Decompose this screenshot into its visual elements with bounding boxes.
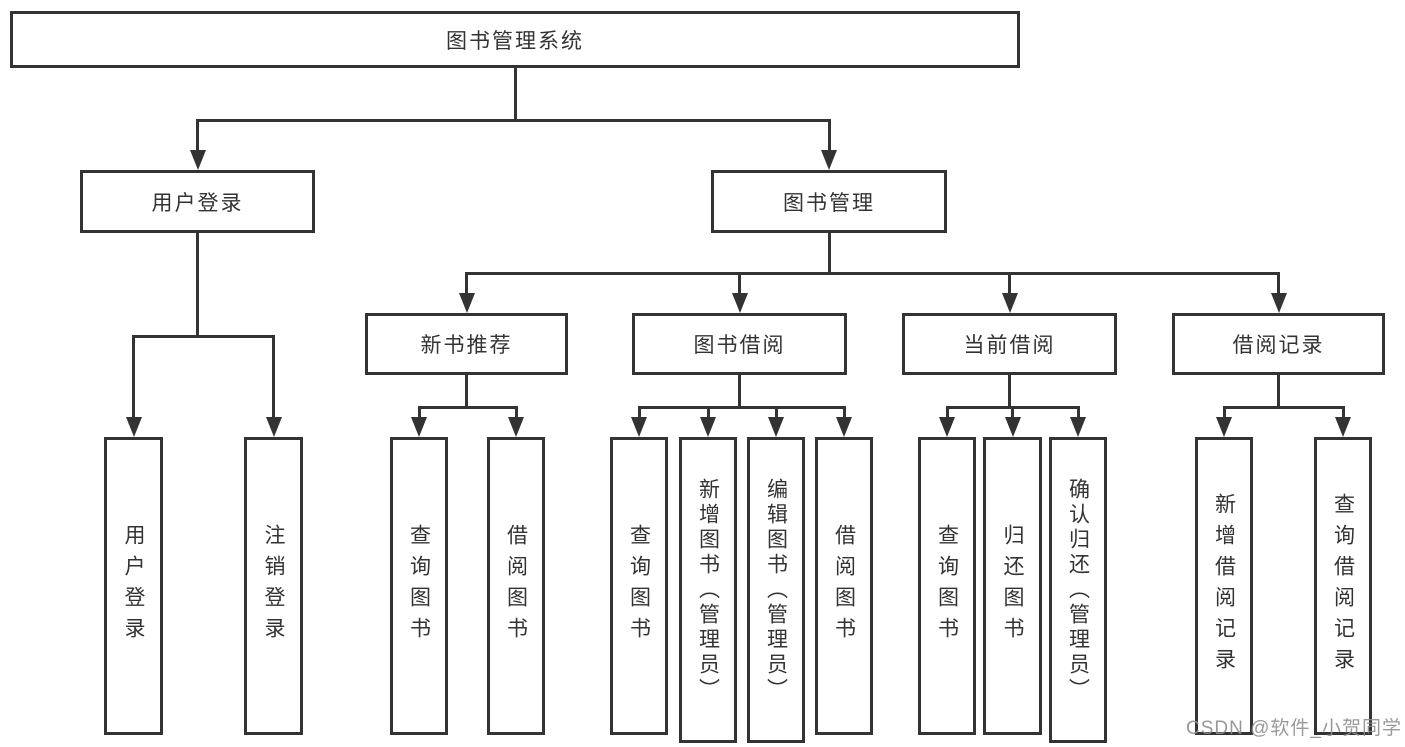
node-leaf-bb-query-books: 查询图书 [610,437,668,735]
arrowhead-down-icon [1001,293,1018,313]
node-label: 确认归还（管理员） [1066,477,1090,703]
node-leaf-logout: 注销登录 [244,437,303,735]
node-label: 图书管理 [783,191,875,215]
connector-line [1076,406,1080,419]
node-label: 借阅记录 [1232,334,1325,357]
connector-line [1341,406,1345,419]
node-label: 借阅图书 [504,524,528,648]
node-label: 用户登录 [151,191,244,215]
node-label: 新增图书（管理员） [696,477,720,703]
node-user-login: 用户登录 [80,170,315,233]
node-label: 查询图书 [627,524,651,648]
connector-line [945,406,949,419]
node-label: 归还图书 [1001,524,1024,648]
connector-line [1222,406,1226,419]
connector-line [1008,374,1011,409]
connector-line [196,119,199,152]
connector-line [706,406,710,419]
arrowhead-down-icon [821,150,837,170]
connector-line [132,335,275,338]
arrowhead-down-icon [1270,293,1287,313]
arrowhead-down-icon [939,417,955,437]
connector-line [842,406,846,419]
connector-line [465,272,1280,275]
node-book-borrowing: 图书借阅 [632,313,847,375]
node-leaf-nbr-borrow-books: 借阅图书 [487,437,545,735]
connector-line [1277,272,1280,295]
connector-line [1011,406,1014,419]
arrowhead-down-icon [731,293,748,313]
node-label: 图书管理系统 [446,29,584,53]
connector-line [637,406,641,419]
arrowhead-down-icon [411,417,427,437]
node-leaf-br-add-record: 新增借阅记录 [1195,437,1253,735]
connector-line [513,67,517,122]
node-label: 查询借阅记录 [1331,493,1355,679]
connector-line [417,406,518,409]
arrowhead-down-icon [125,417,142,437]
connector-line [738,374,741,409]
arrowhead-down-icon [1335,417,1351,437]
node-label: 新书推荐 [420,334,513,357]
connector-line [465,272,468,295]
node-label: 注销登录 [262,524,285,648]
node-leaf-bb-add-books-admin: 新增图书（管理员） [679,437,737,743]
node-label: 新增借阅记录 [1212,493,1236,679]
arrowhead-down-icon [265,417,282,437]
connector-line [1277,374,1280,409]
node-book-management: 图书管理 [711,170,947,233]
arrowhead-down-icon [1216,417,1232,437]
arrowhead-down-icon [189,150,206,170]
connector-line [774,406,778,419]
arrowhead-down-icon [631,417,647,437]
connector-line [1222,406,1345,409]
node-label: 查询图书 [407,524,431,648]
node-label: 当前借阅 [963,334,1056,357]
connector-line [827,119,831,152]
node-library-system: 图书管理系统 [10,11,1020,68]
node-leaf-bb-edit-books-admin: 编辑图书（管理员） [747,437,805,743]
node-leaf-bb-borrow-books: 借阅图书 [815,437,873,735]
arrowhead-down-icon [1004,417,1021,437]
node-leaf-nbr-query-books: 查询图书 [390,437,448,735]
connector-line [272,335,275,419]
connector-line [514,406,518,419]
node-borrow-records: 借阅记录 [1172,313,1385,375]
arrowhead-down-icon [768,417,784,437]
node-label: 查询图书 [935,524,959,648]
node-current-borrowing: 当前借阅 [902,313,1117,375]
arrowhead-down-icon [458,293,475,313]
node-label: 用户登录 [122,524,145,648]
arrowhead-down-icon [700,417,716,437]
arrowhead-down-icon [508,417,524,437]
csdn-watermark: CSDN @软件_小贺同学 [1186,718,1402,739]
node-leaf-br-query-record: 查询借阅记录 [1314,437,1372,735]
connector-line [465,374,468,409]
node-label: 图书借阅 [693,334,786,357]
connector-line [827,232,831,275]
connector-line [1008,272,1011,295]
node-leaf-cb-return-books: 归还图书 [983,437,1042,735]
connector-line [417,406,421,419]
node-leaf-cb-confirm-return-admin: 确认归还（管理员） [1049,437,1107,743]
node-label: 编辑图书（管理员） [764,477,788,703]
node-leaf-cb-query-books: 查询图书 [918,437,976,735]
connector-line [738,272,741,295]
arrowhead-down-icon [1070,417,1086,437]
connector-line [196,119,831,122]
node-leaf-user-login: 用户登录 [104,437,163,735]
arrowhead-down-icon [836,417,852,437]
connector-line [132,335,135,419]
connector-line [196,232,199,338]
connector-line [637,406,846,409]
node-new-book-recommend: 新书推荐 [365,313,568,375]
node-label: 借阅图书 [832,524,856,648]
